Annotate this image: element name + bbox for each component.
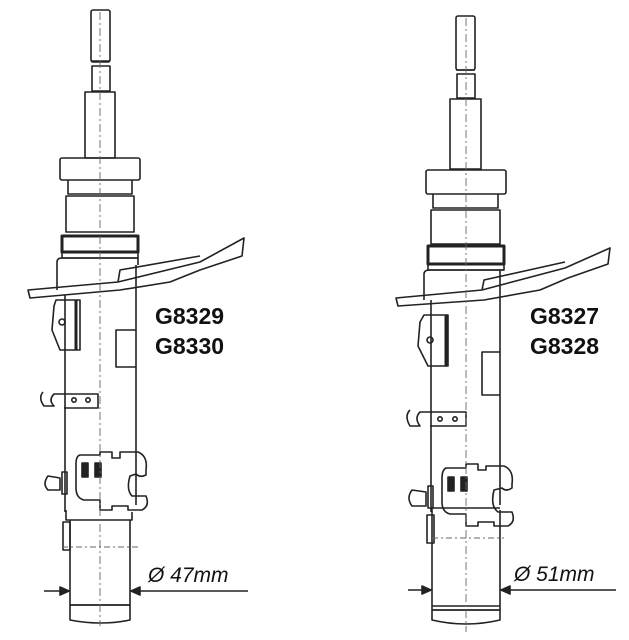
left-part-number-1: G8329 — [155, 303, 225, 329]
left-part-number-2: G8330 — [155, 333, 225, 359]
left-diameter-label: Ø 47mm — [148, 564, 229, 587]
right-strut-drawing — [395, 15, 616, 625]
left-strut-drawing — [27, 9, 248, 624]
right-part-number-1: G8327 — [530, 303, 600, 329]
right-part-number-2: G8328 — [530, 333, 600, 359]
right-diameter-label: Ø 51mm — [514, 563, 595, 586]
